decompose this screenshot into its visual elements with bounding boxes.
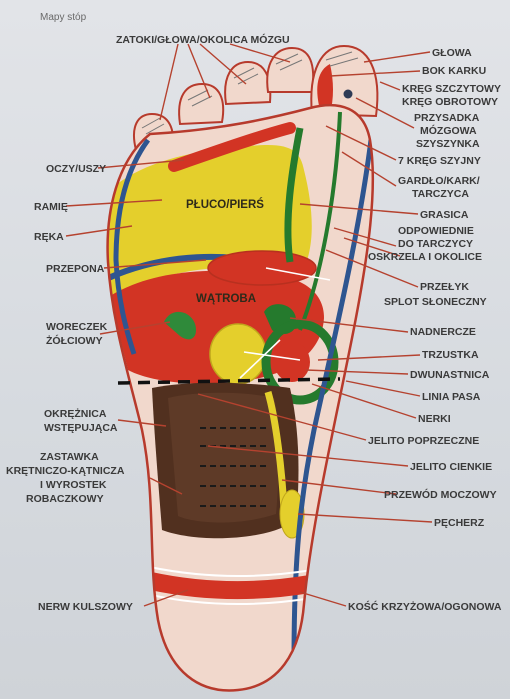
duodenum xyxy=(274,342,310,382)
label-diaphragm: PRZEPONA xyxy=(46,263,105,275)
label-ileocecal-valve-1: ZASTAWKA xyxy=(40,451,99,463)
bronchi-line xyxy=(298,111,342,331)
label-ileocecal-valve-4: ROBACZKOWY xyxy=(26,493,104,505)
label-throat-2: TARCZYCA xyxy=(412,188,469,200)
label-parathyroid-1: ODPOWIEDNIE xyxy=(398,225,474,237)
label-ileocecal-valve-2: KRĘTNICZO-KĄTNICZA xyxy=(6,465,125,477)
label-pituitary-2: MÓZGOWA xyxy=(420,124,477,137)
label-solar-plexus: SPLOT SŁONECZNY xyxy=(384,296,487,308)
gallbladder xyxy=(164,311,196,340)
label-gallbladder-1: WORECZEK xyxy=(46,321,108,333)
label-thymus: GRASICA xyxy=(420,209,469,221)
label-duodenum: DWUNASTNICA xyxy=(410,369,490,381)
kidney xyxy=(261,319,339,405)
label-gallbladder-2: ŻÓŁCIOWY xyxy=(46,334,103,347)
label-ileocecal-valve-3: I WYROSTEK xyxy=(40,479,107,491)
label-parathyroid-2: DO TARCZYCY xyxy=(398,238,473,250)
label-ascending-colon-2: WSTĘPUJĄCA xyxy=(44,422,118,434)
shoulder-line xyxy=(113,138,151,355)
label-lung-chest: PŁUCO/PIERŚ xyxy=(186,198,264,211)
label-pituitary-3: SZYSZYNKA xyxy=(416,138,480,150)
label-ureter: PRZEWÓD MOCZOWY xyxy=(384,488,497,501)
leader-lines xyxy=(65,43,433,607)
toe-3 xyxy=(224,60,272,106)
label-vertebra-2: KRĘG OBROTOWY xyxy=(402,96,498,108)
label-shoulder: RAMIĘ xyxy=(34,201,68,213)
label-eyes-ears: OCZY/USZY xyxy=(46,163,106,175)
label-cervical-vertebra: 7 KRĘG SZYJNY xyxy=(398,155,481,167)
label-adrenal: NADNERCZE xyxy=(410,326,476,338)
label-transverse-colon: JELITO POPRZECZNE xyxy=(368,435,479,447)
toe-2 xyxy=(266,46,315,93)
label-neck-side: BOK KARKU xyxy=(422,65,486,77)
label-waist-line: LINIA PASA xyxy=(422,391,481,403)
label-sciatic-nerve: NERW KULSZOWY xyxy=(38,601,133,613)
label-bronchi: OSKRZELA I OKOLICE xyxy=(368,251,482,263)
sole-outline xyxy=(106,103,375,692)
small-intestine xyxy=(168,392,279,523)
label-bladder: PĘCHERZ xyxy=(434,517,485,529)
label-kidneys: NERKI xyxy=(418,413,451,425)
label-pancreas: TRZUSTKA xyxy=(422,349,479,361)
label-small-intestine: JELITO CIENKIE xyxy=(410,461,492,473)
label-esophagus: PRZEŁYK xyxy=(420,281,469,293)
throat-line xyxy=(284,127,304,263)
white-leader-lines xyxy=(239,267,331,379)
label-throat-1: GARDŁO/KARK/ xyxy=(398,175,480,187)
toe-4 xyxy=(178,82,225,126)
label-vertebra-1: KRĘG SZCZYTOWY xyxy=(402,83,501,95)
waist-line xyxy=(117,377,341,385)
solar-plexus xyxy=(207,250,317,286)
label-pituitary-1: PRZYSADKA xyxy=(414,112,480,124)
eyes-ears-band xyxy=(168,122,296,172)
pituitary-point xyxy=(343,89,353,99)
label-sinuses-head-brain: ZATOKI/GŁOWA/OKOLICA MÓZGU xyxy=(116,33,290,46)
header-title: Mapy stóp xyxy=(40,12,87,23)
label-liver: WĄTROBA xyxy=(196,293,256,305)
label-head: GŁOWA xyxy=(432,47,472,59)
label-arm: RĘKA xyxy=(34,231,64,243)
neck-side-zone xyxy=(317,64,333,114)
label-sacrum-coccyx: KOŚĆ KRZYŻOWA/OGONOWA xyxy=(348,600,502,613)
label-ascending-colon-1: OKRĘŻNICA xyxy=(44,407,107,420)
